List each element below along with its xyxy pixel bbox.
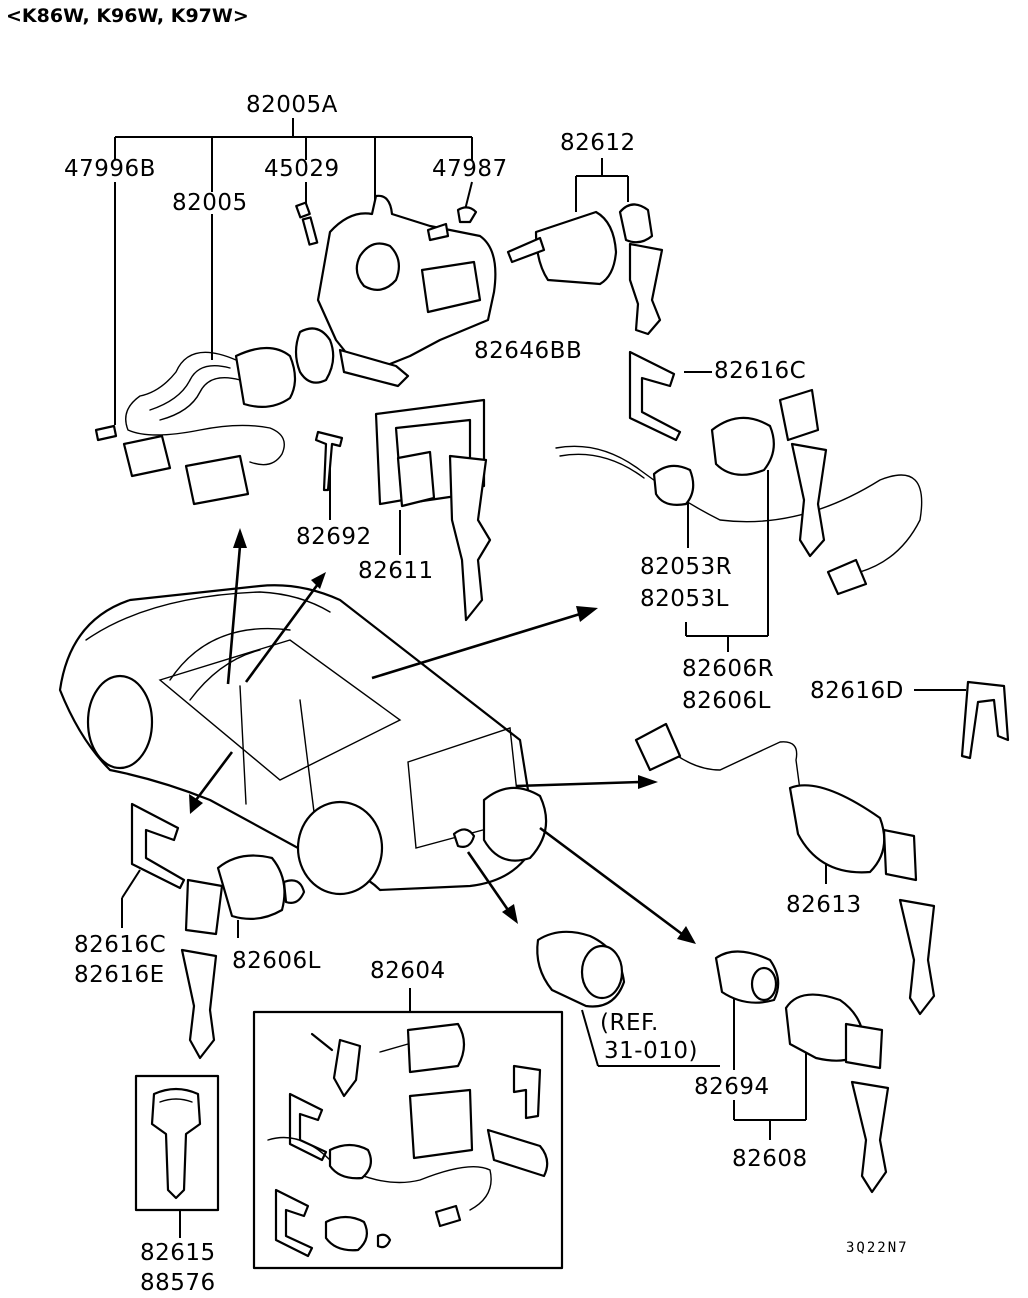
label-82053L: 82053L — [640, 586, 729, 612]
label-82692: 82692 — [296, 524, 372, 550]
lock-kit-box-82604 — [252, 1010, 564, 1270]
tailgate-cylinder-82613 — [634, 722, 936, 1016]
label-47987: 47987 — [432, 156, 508, 182]
label-ref-line1: (REF. — [600, 1010, 659, 1036]
label-82616C-top: 82616C — [714, 358, 806, 384]
lock-cylinder-82694-82608 — [714, 950, 890, 1194]
label-82604: 82604 — [370, 958, 446, 984]
label-82005: 82005 — [172, 190, 248, 216]
spring-clip-82616D — [960, 680, 1010, 760]
label-82694: 82694 — [694, 1074, 770, 1100]
key-blank-box-82615 — [134, 1074, 220, 1212]
ignition-switch-assembly — [294, 194, 497, 388]
label-82612: 82612 — [560, 130, 636, 156]
label-82616C-left: 82616C — [74, 932, 166, 958]
model-header: <K86W, K96W, K97W> — [6, 5, 249, 27]
label-47996B: 47996B — [64, 156, 156, 182]
lock-cylinder-82612 — [506, 203, 664, 336]
label-88576: 88576 — [140, 1270, 216, 1296]
label-82615: 82615 — [140, 1240, 216, 1266]
location-arrows — [189, 528, 696, 944]
vehicle-outline — [58, 584, 548, 896]
label-82613: 82613 — [786, 892, 862, 918]
label-82606L-left: 82606L — [232, 948, 321, 974]
spring-clip-82616C-top — [628, 350, 682, 442]
leader-lines-ignition — [114, 118, 966, 1238]
part-labels: 82005A 47996B 82005 45029 47987 82612 82… — [64, 92, 909, 1296]
door-cylinder-82606L-left — [180, 854, 306, 1060]
label-82646BB: 82646BB — [474, 338, 582, 364]
label-82616E: 82616E — [74, 962, 165, 988]
door-lock-harness-82053 — [555, 388, 923, 596]
label-45029: 45029 — [264, 156, 340, 182]
label-82606L-right: 82606L — [682, 688, 771, 714]
label-82616D: 82616D — [810, 678, 904, 704]
label-ref-line2: 31-010) — [604, 1038, 698, 1064]
spring-clip-82616C-left — [130, 802, 186, 890]
fuel-lid-housing — [536, 930, 626, 1008]
label-82005A: 82005A — [246, 92, 338, 118]
label-82608: 82608 — [732, 1146, 808, 1172]
label-82053R: 82053R — [640, 554, 732, 580]
screw-82692 — [314, 430, 344, 492]
key-reminder-switch-harness — [94, 346, 297, 506]
label-82611: 82611 — [358, 558, 434, 584]
label-82606R: 82606R — [682, 656, 774, 682]
glove-box-lock-82611 — [374, 398, 492, 622]
figure-code: 3Q22N7 — [846, 1240, 909, 1256]
